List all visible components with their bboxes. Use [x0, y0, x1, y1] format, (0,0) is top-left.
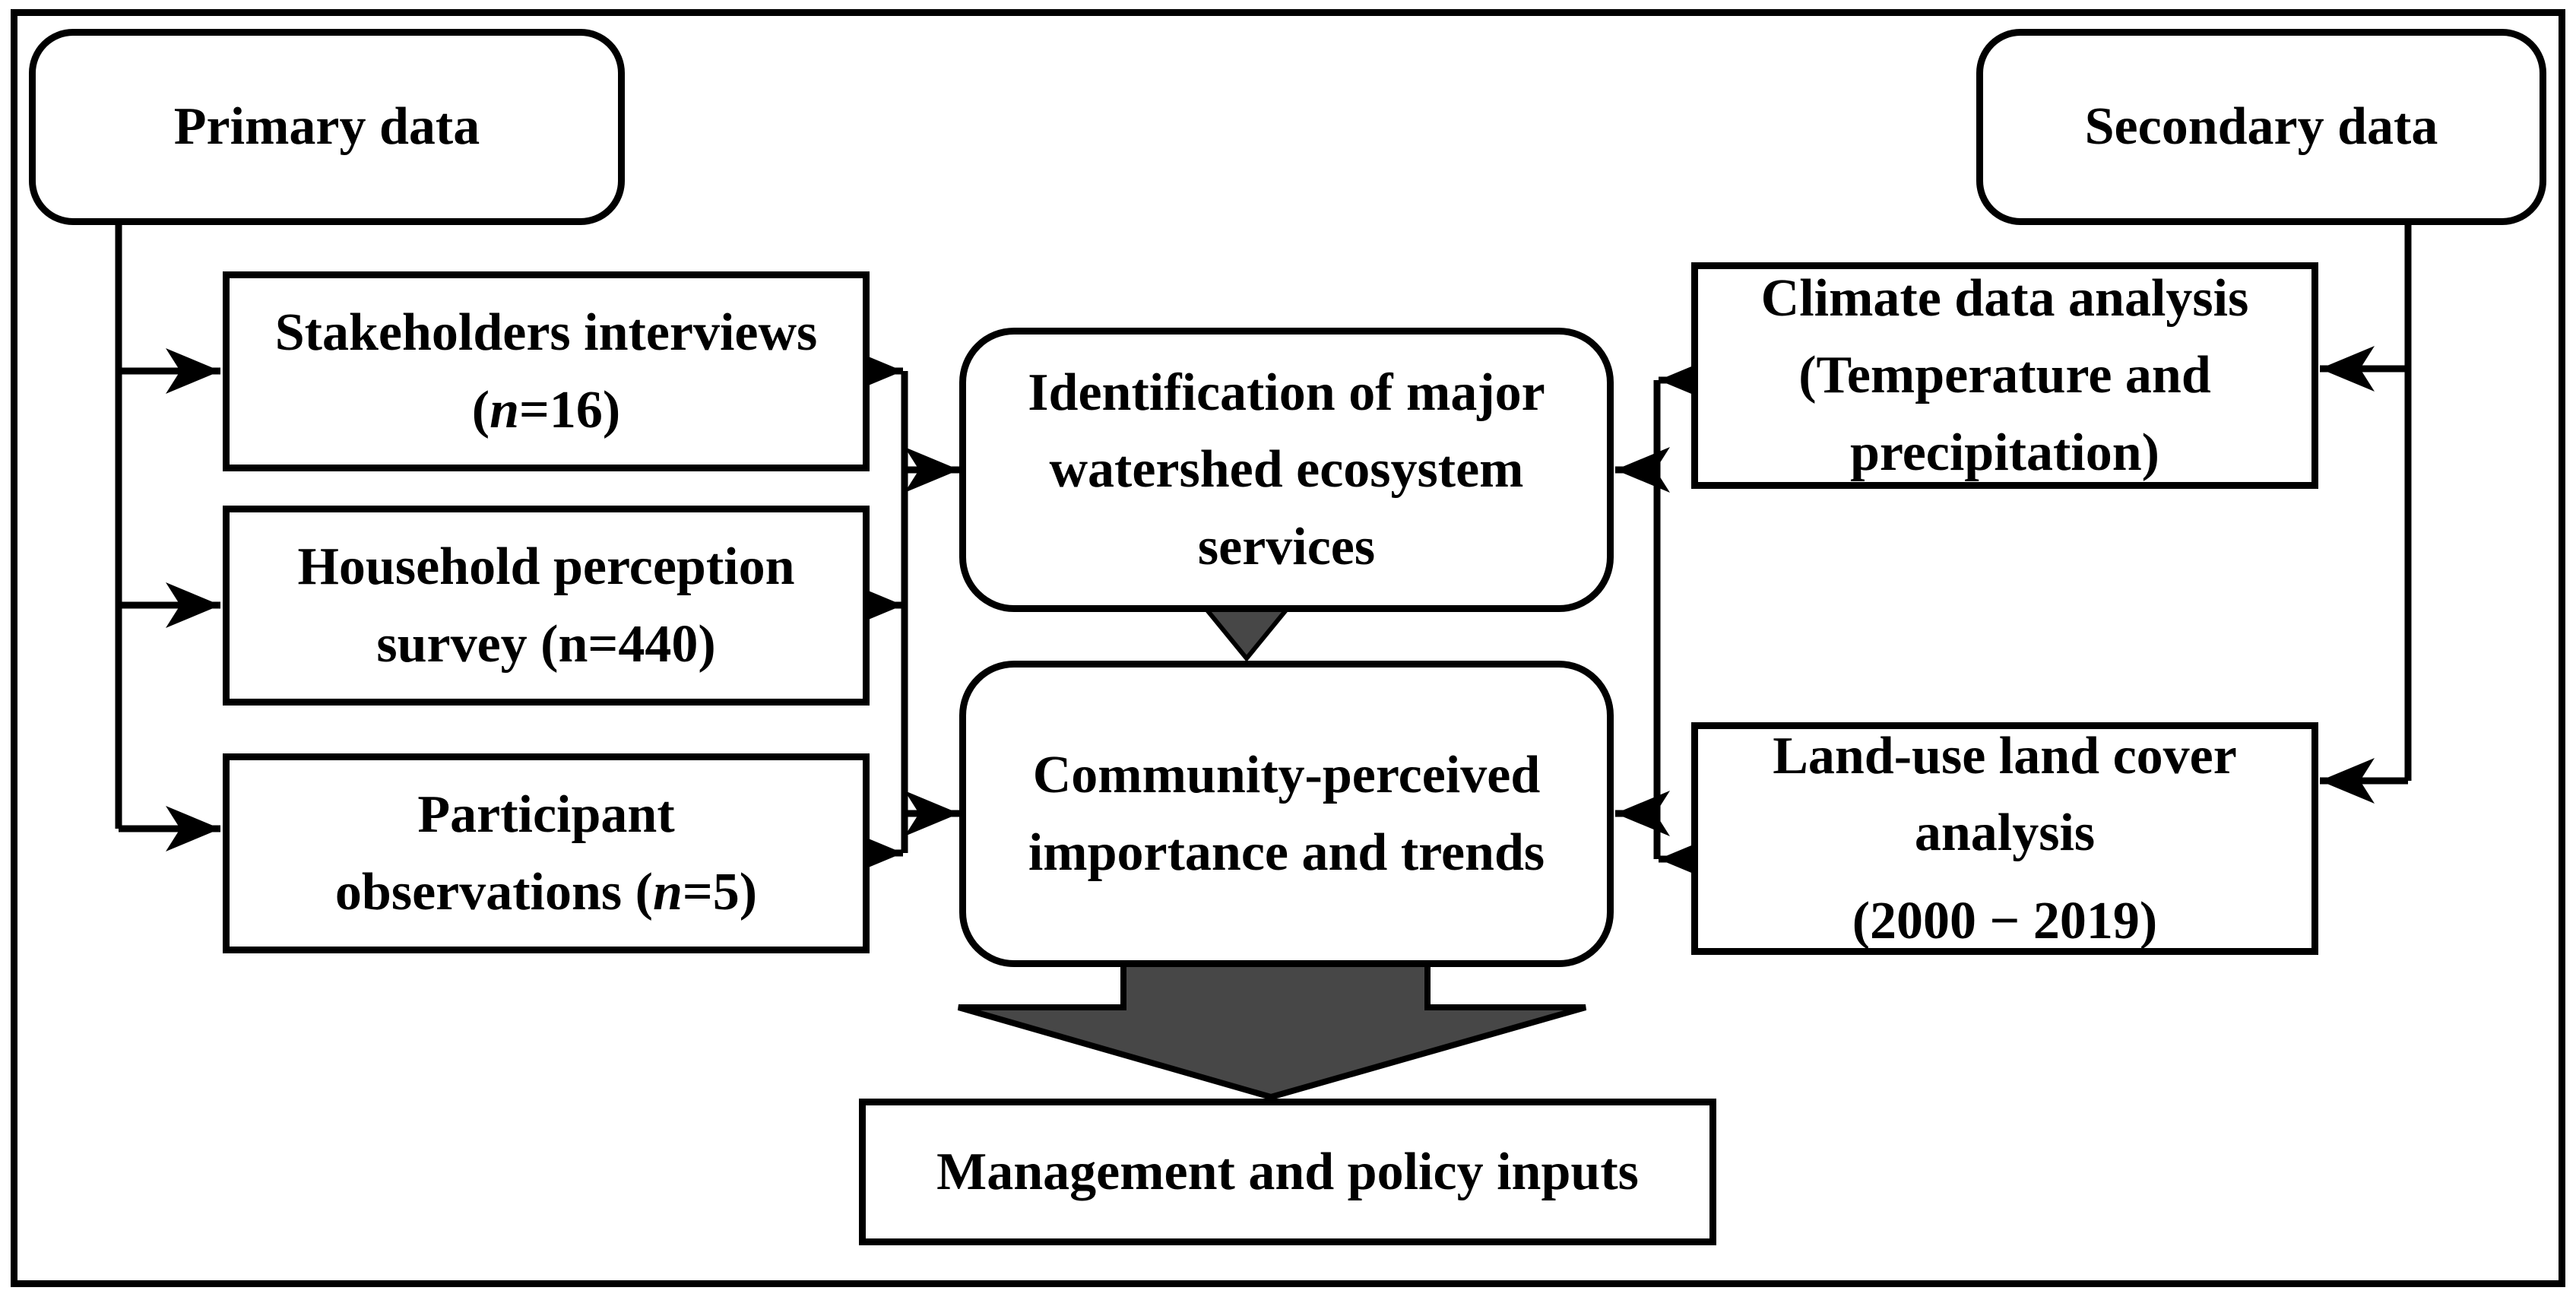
sample-size-n: n [652, 862, 683, 921]
stakeholders-interviews-box: Stakeholders interviews (n=16) [223, 271, 870, 471]
management-policy-box: Management and policy inputs [859, 1099, 1716, 1245]
box-label-line: (Temperature and [1798, 346, 2211, 405]
box-label-line: Land-use land cover [1773, 726, 2237, 785]
primary-data-box: Primary data [29, 29, 625, 225]
sample-size-value: =5) [682, 862, 758, 921]
box-label-line: Climate data analysis [1760, 268, 2249, 328]
box-label-line: (n=16) [472, 372, 620, 449]
management-policy-label: Management and policy inputs [936, 1142, 1639, 1201]
box-label-line: Household perception [297, 538, 795, 596]
figure-border [11, 9, 2565, 1287]
box-label-line: precipitation) [1849, 423, 2159, 482]
household-survey-box: Household perception survey (n=440) [223, 506, 870, 706]
sample-size-value: =16) [519, 380, 621, 439]
box-label-line: observations (n=5) [335, 854, 757, 931]
box-label-line: Participant [417, 785, 675, 844]
secondary-data-label: Secondary data [2084, 97, 2438, 157]
secondary-data-box: Secondary data [1976, 29, 2546, 225]
box-label-line: (2000 − 2019) [1852, 891, 2158, 950]
box-label-line: analysis [1914, 804, 2096, 863]
box-label-line: watershed ecosystem [1049, 440, 1524, 499]
box-label-line: Stakeholders interviews [274, 303, 818, 362]
identification-to-community-triangle [1200, 606, 1293, 662]
sample-size-prefix: ( [471, 380, 490, 439]
community-to-management-block-arrow [957, 956, 1587, 1101]
landuse-analysis-box: Land-use land cover analysis (2000 − 201… [1691, 722, 2318, 955]
box-label-line: survey (n=440) [376, 614, 716, 674]
box-label-line: services [1197, 517, 1376, 576]
box-label-line: importance and trends [1028, 823, 1545, 882]
identification-box: Identification of major watershed ecosys… [959, 328, 1614, 612]
sample-size-n: n [490, 380, 520, 439]
sample-size-prefix: observations ( [334, 862, 653, 921]
box-label-line: Identification of major [1028, 363, 1545, 422]
participant-observations-box: Participant observations (n=5) [223, 753, 870, 953]
community-perceived-box: Community-perceived importance and trend… [959, 661, 1614, 967]
box-label-line: Community-perceived [1032, 746, 1541, 804]
primary-data-label: Primary data [173, 97, 480, 157]
climate-analysis-box: Climate data analysis (Temperature and p… [1691, 262, 2318, 489]
